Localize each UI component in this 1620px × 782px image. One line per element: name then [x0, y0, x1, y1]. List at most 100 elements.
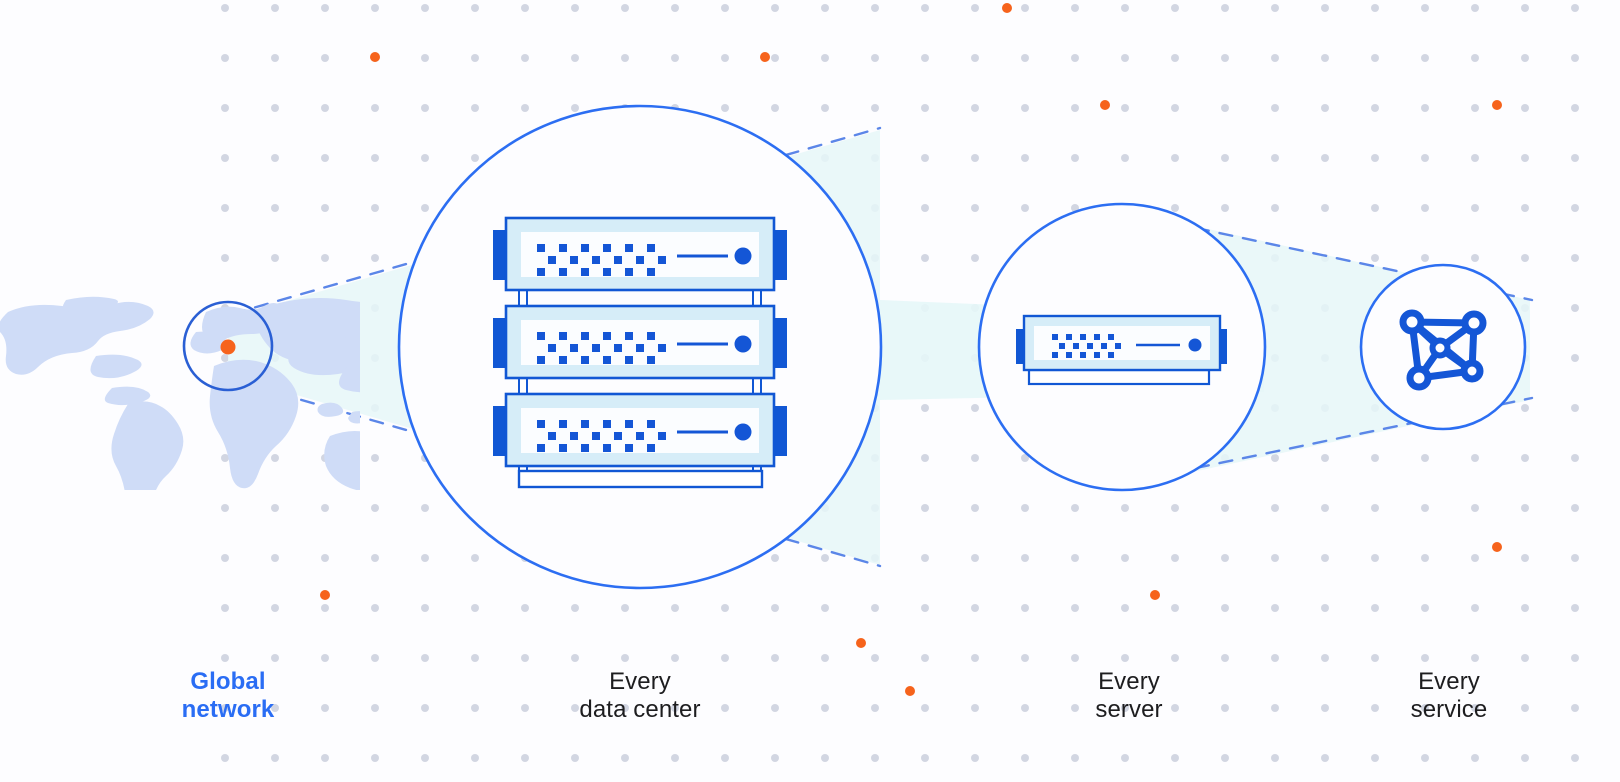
- grid-dot: [321, 654, 329, 662]
- grid-dot: [1521, 654, 1529, 662]
- grid-dot: [721, 4, 729, 12]
- map-highlight-circle: [182, 300, 274, 392]
- grid-dot: [921, 554, 929, 562]
- grid-dot: [1421, 504, 1429, 512]
- grid-dot: [1071, 4, 1079, 12]
- grid-dot: [671, 654, 679, 662]
- grid-dot: [1521, 704, 1529, 712]
- grid-dot: [671, 754, 679, 762]
- grid-dot: [771, 704, 779, 712]
- grid-dot: [271, 54, 279, 62]
- grid-dot: [571, 754, 579, 762]
- grid-dot: [1271, 554, 1279, 562]
- grid-dot: [1121, 154, 1129, 162]
- grid-dot: [421, 204, 429, 212]
- grid-dot: [1271, 654, 1279, 662]
- grid-dot: [271, 654, 279, 662]
- server-rack-icon: [493, 216, 787, 489]
- grid-dot: [1321, 554, 1329, 562]
- grid-dot: [1221, 504, 1229, 512]
- grid-dot: [1471, 454, 1479, 462]
- grid-dot: [371, 454, 379, 462]
- grid-dot: [1171, 554, 1179, 562]
- grid-dot: [921, 604, 929, 612]
- grid-dot: [271, 454, 279, 462]
- grid-dot: [1521, 404, 1529, 412]
- grid-dot: [1371, 204, 1379, 212]
- grid-dot: [871, 54, 879, 62]
- grid-dot: [1121, 554, 1129, 562]
- grid-dot: [1521, 604, 1529, 612]
- grid-dot: [1471, 754, 1479, 762]
- grid-dot: [1571, 4, 1579, 12]
- grid-dot: [1471, 604, 1479, 612]
- grid-dot: [671, 704, 679, 712]
- grid-dot: [1421, 554, 1429, 562]
- grid-dot: [771, 754, 779, 762]
- grid-dot: [1421, 104, 1429, 112]
- grid-dot: [1121, 604, 1129, 612]
- rack-unit-3: [493, 392, 787, 468]
- grid-dot: [1021, 154, 1029, 162]
- grid-dot: [371, 4, 379, 12]
- grid-dot: [271, 554, 279, 562]
- grid-dot: [221, 554, 229, 562]
- grid-dot: [1371, 4, 1379, 12]
- grid-dot: [1571, 354, 1579, 362]
- grid-dot: [871, 104, 879, 112]
- grid-dot: [1521, 454, 1529, 462]
- grid-dot: [771, 4, 779, 12]
- grid-dot: [1221, 154, 1229, 162]
- grid-dot: [771, 604, 779, 612]
- grid-dot: [1371, 554, 1379, 562]
- grid-dot: [1421, 754, 1429, 762]
- grid-dot: [521, 704, 529, 712]
- grid-dot: [721, 754, 729, 762]
- grid-dot: [1371, 254, 1379, 262]
- grid-dot: [1021, 704, 1029, 712]
- grid-dot: [1471, 154, 1479, 162]
- grid-dot: [571, 104, 579, 112]
- grid-dot: [971, 254, 979, 262]
- grid-dot: [1371, 154, 1379, 162]
- grid-dot: [371, 554, 379, 562]
- grid-dot: [1421, 254, 1429, 262]
- grid-dot: [371, 604, 379, 612]
- grid-dot: [1371, 604, 1379, 612]
- grid-dot: [1371, 54, 1379, 62]
- grid-dot: [321, 204, 329, 212]
- grid-dot: [321, 754, 329, 762]
- grid-dot: [521, 754, 529, 762]
- grid-dot: [771, 554, 779, 562]
- grid-dot: [321, 554, 329, 562]
- grid-dot: [1221, 754, 1229, 762]
- grid-dot: [271, 504, 279, 512]
- grid-dot: [1521, 754, 1529, 762]
- grid-dot: [1571, 154, 1579, 162]
- grid-dot: [971, 754, 979, 762]
- grid-dot: [1321, 54, 1329, 62]
- grid-dot: [371, 754, 379, 762]
- grid-dot: [971, 4, 979, 12]
- grid-dot-highlight: [1492, 100, 1502, 110]
- grid-dot: [1571, 654, 1579, 662]
- grid-dot: [821, 554, 829, 562]
- grid-dot: [821, 654, 829, 662]
- grid-dot: [1271, 104, 1279, 112]
- grid-dot: [1071, 704, 1079, 712]
- grid-dot: [471, 654, 479, 662]
- grid-dot: [1571, 204, 1579, 212]
- grid-dot: [421, 604, 429, 612]
- grid-dot: [1421, 204, 1429, 212]
- grid-dot: [321, 4, 329, 12]
- grid-dot: [571, 604, 579, 612]
- grid-dot: [921, 504, 929, 512]
- grid-dot: [971, 704, 979, 712]
- grid-dot: [321, 104, 329, 112]
- grid-dot: [221, 754, 229, 762]
- grid-dot-highlight: [760, 52, 770, 62]
- grid-dot: [871, 4, 879, 12]
- grid-dot: [621, 704, 629, 712]
- grid-dot: [971, 604, 979, 612]
